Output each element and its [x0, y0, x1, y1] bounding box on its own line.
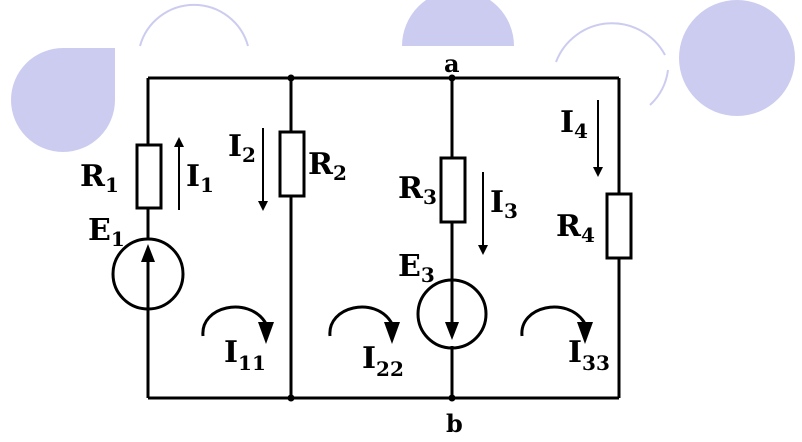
node-label-b: b — [446, 409, 463, 438]
label-r1-main: R — [80, 159, 106, 194]
resistor-r4 — [605, 192, 633, 260]
label-i1-main: I — [186, 159, 200, 194]
label-i3: I3 — [490, 185, 518, 223]
label-i11-sub: 11 — [238, 351, 266, 375]
loop-arrow-i11 — [201, 305, 274, 344]
label-i22-main: I — [362, 341, 376, 376]
source-e3-arrowhead — [445, 322, 459, 340]
loop-arrow-i22 — [328, 305, 400, 344]
junction-a — [448, 74, 456, 82]
label-r3-main: R — [398, 171, 424, 206]
label-i2-sub: 2 — [242, 143, 256, 167]
label-r2: R2 — [308, 147, 347, 185]
label-e3-main: E — [398, 249, 421, 284]
label-r3: R3 — [398, 171, 437, 209]
label-i2-main: I — [228, 129, 242, 164]
source-e1-arrowhead — [141, 244, 155, 262]
label-r2-sub: 2 — [333, 161, 347, 185]
label-e1-sub: 1 — [111, 227, 125, 251]
wires — [146, 76, 621, 400]
label-r4: R4 — [556, 209, 595, 247]
node-label-a: a — [444, 49, 460, 78]
decor-circle-1 — [11, 48, 115, 152]
label-e1-main: E — [88, 213, 111, 248]
source-e3 — [416, 278, 488, 350]
label-i4-sub: 4 — [574, 119, 588, 143]
label-i33: I33 — [568, 335, 610, 375]
label-i11: I11 — [224, 335, 266, 375]
resistor-r3 — [439, 156, 467, 224]
decor-arc-2 — [555, 22, 666, 63]
junction-top-2 — [287, 74, 295, 82]
loop-arrow-i33 — [520, 305, 593, 344]
decorative-circles — [11, 0, 795, 152]
label-e3: E3 — [398, 249, 435, 287]
decor-arc-1 — [139, 3, 249, 47]
decor-half-circle — [402, 0, 514, 46]
label-r3-sub: 3 — [423, 185, 437, 209]
label-i22-sub: 22 — [376, 357, 404, 381]
label-i33-sub: 33 — [582, 351, 610, 375]
resistor-r2 — [278, 130, 306, 198]
label-i4: I4 — [560, 105, 588, 143]
source-e1 — [111, 237, 185, 311]
decor-arc-3 — [649, 69, 669, 106]
label-i11-main: I — [224, 335, 238, 370]
label-i22: I22 — [362, 341, 404, 381]
label-i4-main: I — [560, 105, 574, 140]
label-i1: I1 — [186, 159, 214, 197]
decor-circle-2 — [679, 0, 795, 116]
resistor-r1 — [135, 143, 163, 210]
label-i1-sub: 1 — [200, 173, 214, 197]
label-i33-main: I — [568, 335, 582, 370]
label-i3-sub: 3 — [504, 199, 518, 223]
label-r2-main: R — [308, 147, 334, 182]
label-i3-main: I — [490, 185, 504, 220]
junction-bottom-2 — [287, 394, 295, 402]
label-r1: R1 — [80, 159, 119, 197]
label-r1-sub: 1 — [105, 173, 119, 197]
label-i2: I2 — [228, 129, 256, 167]
label-r4-main: R — [556, 209, 582, 244]
label-r4-sub: 4 — [581, 223, 595, 247]
junction-b — [448, 394, 456, 402]
label-e1: E1 — [88, 213, 125, 251]
label-e3-sub: 3 — [421, 263, 435, 287]
